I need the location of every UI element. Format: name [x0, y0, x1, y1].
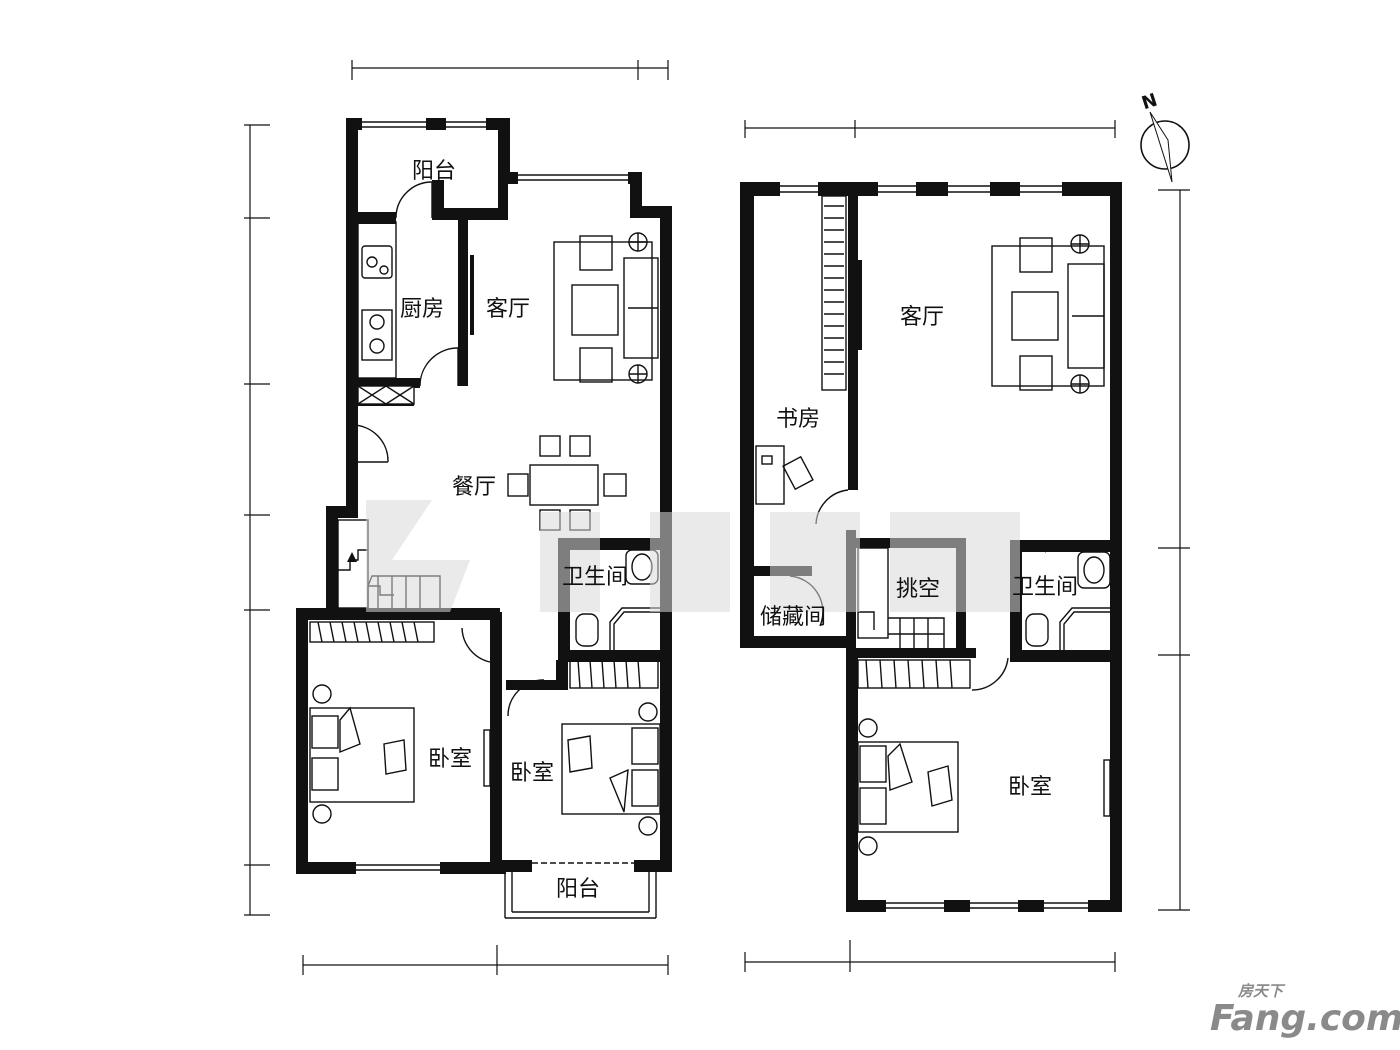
watermark-graphic: [366, 500, 1020, 612]
room-label-living-right: 客厅: [900, 305, 944, 330]
room-label-bedroom-main: 卧室: [1008, 775, 1052, 800]
fang-logo: 房天下 Fang.com: [1210, 982, 1400, 1039]
north-compass-icon: N: [1139, 90, 1190, 183]
left-unit-fixtures: [309, 181, 661, 836]
room-label-bedroom-left: 卧室: [428, 747, 472, 772]
room-label-study: 书房: [776, 407, 820, 432]
room-label-living-left: 客厅: [486, 297, 530, 322]
room-label-balcony-top: 阳台: [412, 159, 456, 184]
room-label-bedroom-right: 卧室: [510, 761, 554, 786]
right-unit-fixtures: [755, 195, 1111, 856]
room-labels: 阳台 厨房 客厅 餐厅 卫生间 卧室 卧室 阳台 书房 客厅 储藏间 挑空 卫生…: [400, 159, 1078, 902]
room-label-storage: 储藏间: [760, 605, 826, 630]
room-label-kitchen: 厨房: [400, 297, 444, 322]
logo-brand-text: Fang.com: [1210, 998, 1400, 1039]
left-unit-walls: [296, 118, 672, 919]
room-label-void: 挑空: [896, 577, 940, 602]
logo-chinese-text: 房天下: [1237, 982, 1286, 1000]
room-label-dining: 餐厅: [452, 475, 496, 500]
dimension-lines: [244, 60, 1190, 975]
room-label-balcony-bottom: 阳台: [556, 877, 600, 902]
room-label-bathroom-left: 卫生间: [562, 565, 628, 590]
north-label: N: [1139, 90, 1160, 115]
room-label-bathroom-right: 卫生间: [1012, 575, 1078, 600]
